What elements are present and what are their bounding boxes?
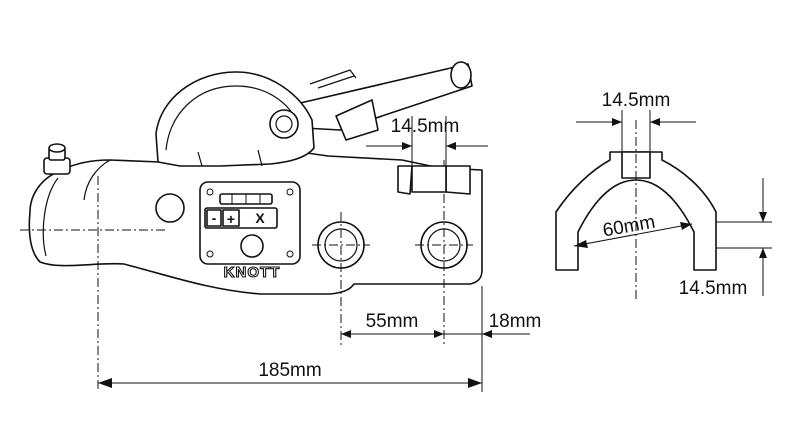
dim-section-top-width: 14.5mm <box>602 90 671 111</box>
dim-section-leg-height: 14.5mm <box>679 278 748 299</box>
dim-section-radius: 60mm <box>601 212 657 242</box>
slot-section <box>397 165 471 195</box>
lever-pivot <box>269 109 299 139</box>
side-view: - + X KNOTT <box>20 61 542 392</box>
brand-logo: KNOTT <box>224 264 281 281</box>
body-nose-curve <box>42 177 59 257</box>
dim-hole-spacing: 55mm <box>366 311 419 332</box>
indicator-key-minus <box>206 209 222 227</box>
indicator-key-plus-label: + <box>227 211 235 227</box>
lever-handle <box>295 61 473 141</box>
dim-hole-to-end: 18mm <box>489 311 542 332</box>
dim-overall-length: 185mm <box>258 360 321 381</box>
section-view: 14.5mm 60mm 14.5mm <box>555 90 772 302</box>
side-hole <box>155 193 185 223</box>
wear-indicator-knob <box>43 143 71 175</box>
indicator-key-x-label: X <box>255 210 265 226</box>
dim-slot-width: 14.5mm <box>391 116 460 137</box>
indicator-key-minus-label: - <box>212 210 217 226</box>
coupling-dome <box>155 71 315 167</box>
indicator-rivet <box>240 234 264 258</box>
indicator-plate: - + X <box>199 181 301 265</box>
section-profile <box>555 151 717 271</box>
indicator-key-plus <box>222 209 240 227</box>
